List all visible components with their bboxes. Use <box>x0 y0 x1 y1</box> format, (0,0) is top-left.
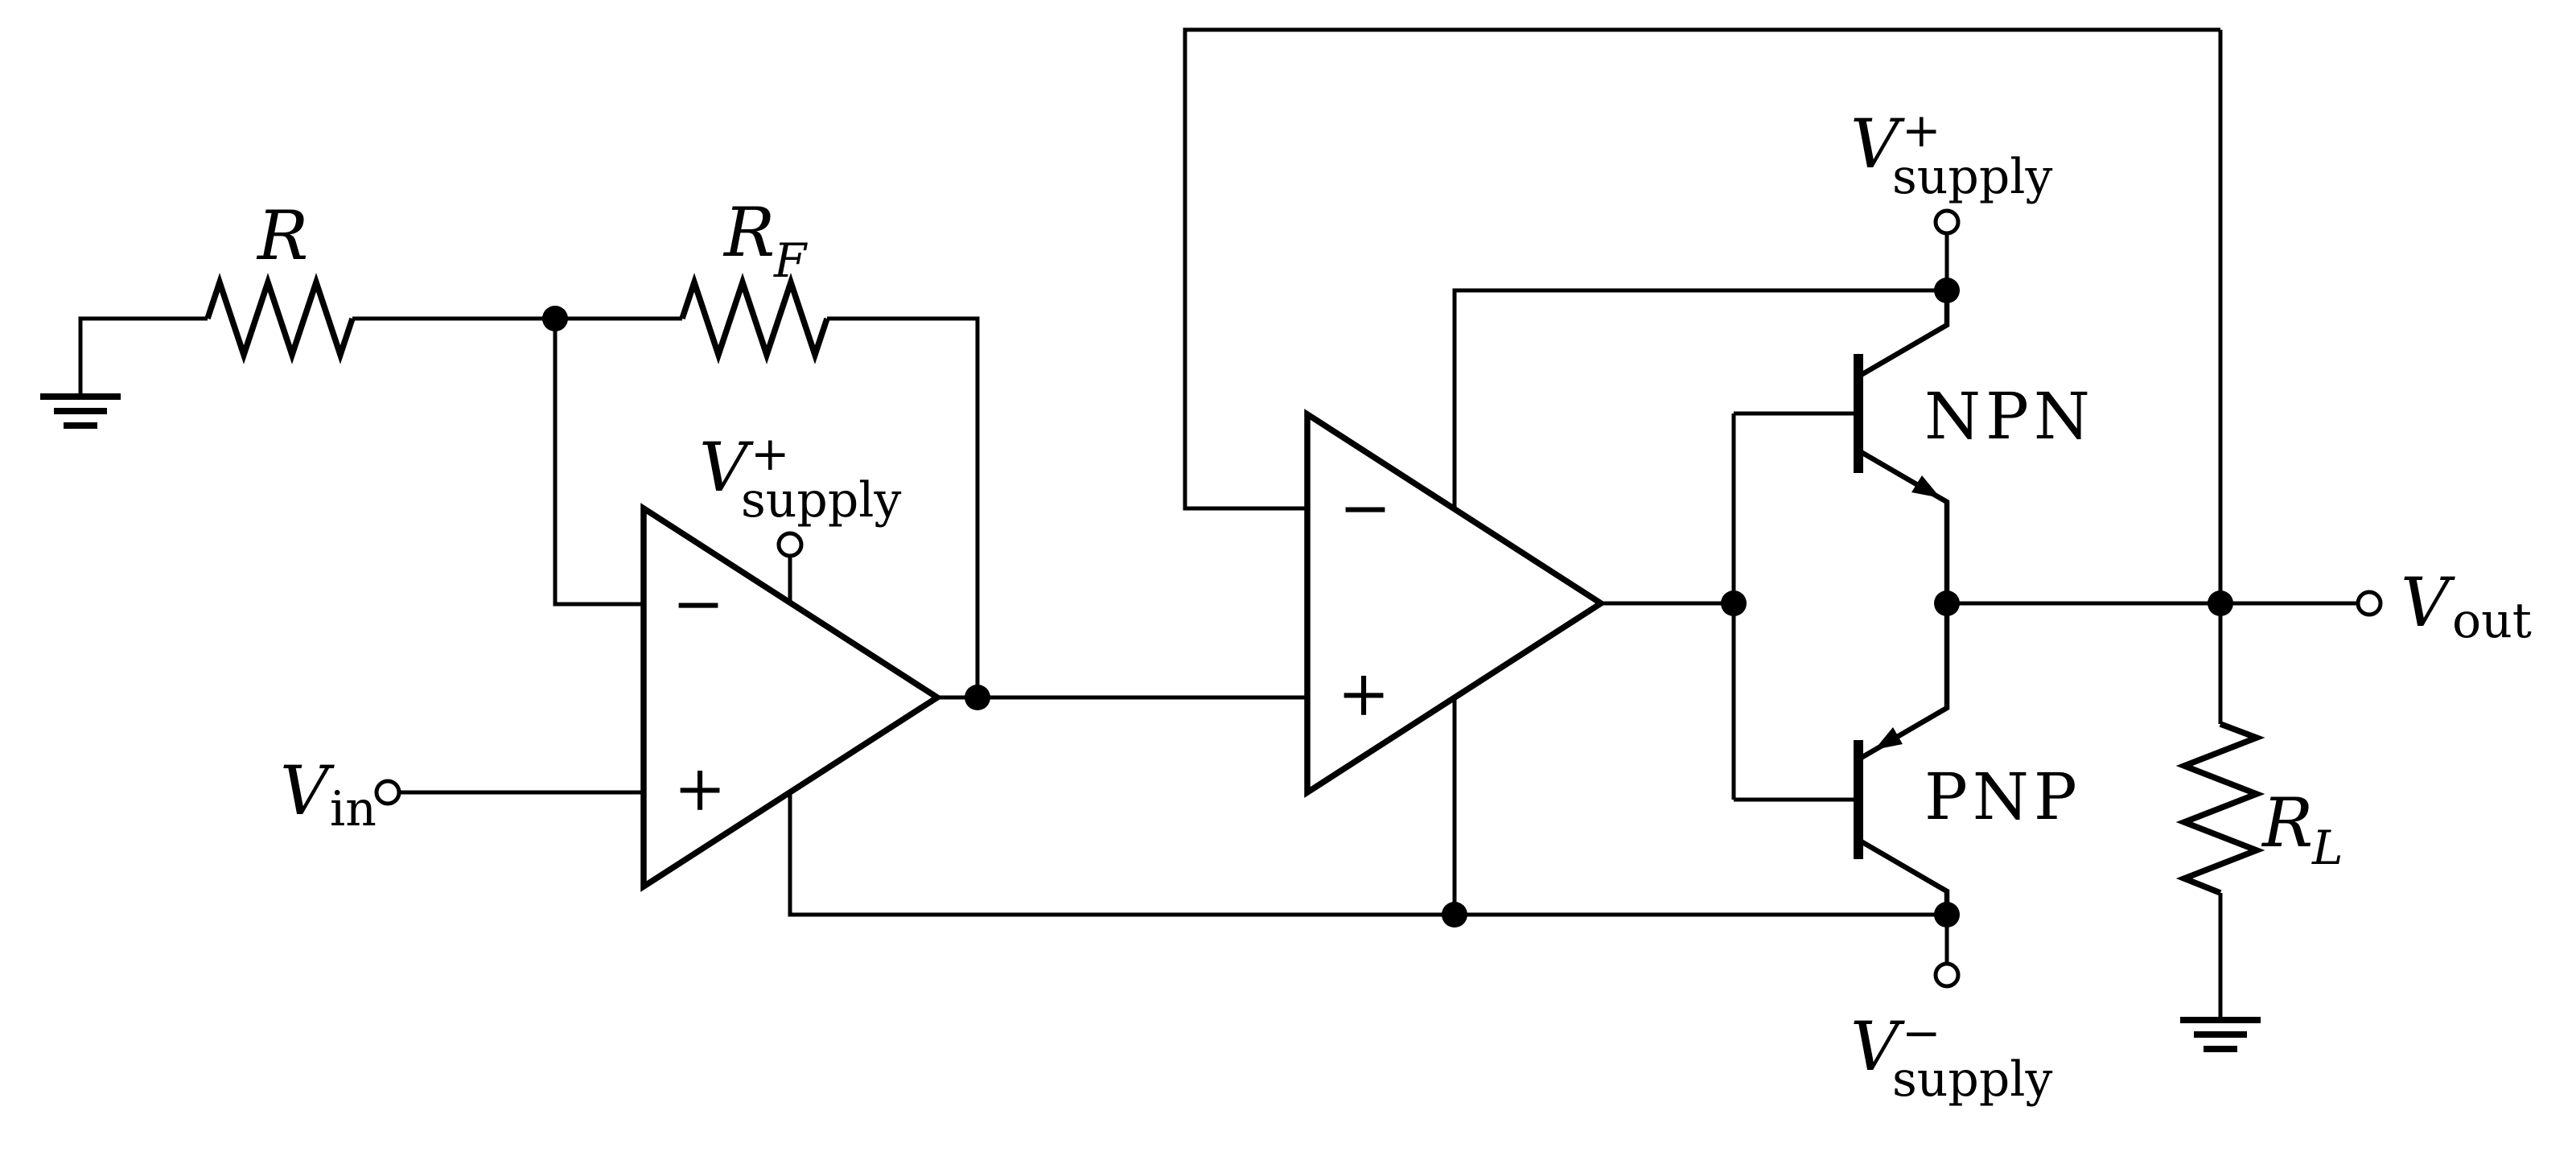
junction-bottom-rail-opamp2 <box>1442 902 1467 928</box>
junction-bottom-rail-vminus <box>1934 902 1960 928</box>
positive-supply-rail: V+supply <box>1850 103 2052 236</box>
vin-terminal-group: Vin <box>280 751 401 837</box>
negative-supply-rail: V−supply <box>1850 961 2052 1108</box>
opamp1-positive-supply-terminal <box>776 531 804 558</box>
npn-label: NPN <box>1924 379 2095 454</box>
negative-supply-label: V−supply <box>1850 1006 2052 1108</box>
opamp1: − + V+supply <box>640 426 943 892</box>
opamp1-inverting-sign: − <box>672 568 724 640</box>
wire-top-feedback <box>1183 27 2220 511</box>
opamp2: − + <box>1304 409 1607 798</box>
positive-supply-terminal <box>1933 208 1961 236</box>
pnp-label: PNP <box>1924 759 2082 834</box>
resistor-rf: RF <box>679 193 830 364</box>
resistor-r: R <box>204 196 356 364</box>
pnp-collector <box>1857 837 1950 915</box>
resistor-r-zigzag <box>204 273 356 364</box>
ground-right <box>2180 1017 2261 1052</box>
wire-bottom-rail <box>788 792 1947 917</box>
npn-emitter-arrow-icon <box>1911 475 1940 498</box>
junction-r-rf <box>542 306 568 331</box>
vin-terminal <box>374 779 401 806</box>
resistor-rl-label: RL <box>2261 784 2344 875</box>
resistor-rf-label: RF <box>722 193 808 288</box>
pnp-transistor: PNP <box>1854 603 2082 915</box>
vout-terminal-group: Vout <box>2356 563 2532 649</box>
vin-label: Vin <box>280 751 377 837</box>
pnp-emitter <box>1857 603 1950 762</box>
wire-rf-to-opamp1-output <box>827 316 980 697</box>
junction-dots <box>542 278 2233 928</box>
junction-vplus-rail <box>1934 278 1960 303</box>
wire-opamp2-positive-supply-rail <box>1452 288 1947 509</box>
npn-transistor: NPN <box>1854 290 2095 603</box>
resistor-r-label: R <box>256 196 308 275</box>
npn-collector <box>1857 290 1950 379</box>
opamp2-noninverting-sign: + <box>1337 658 1389 730</box>
npn-emitter <box>1857 448 1950 603</box>
opamp1-noninverting-sign: + <box>673 753 726 825</box>
vout-label: Vout <box>2401 563 2532 649</box>
ground-left <box>40 393 121 429</box>
junction-base-bracket <box>1721 590 1747 616</box>
opamp2-inverting-sign: − <box>1339 472 1391 545</box>
resistor-rl-zigzag <box>2175 721 2265 896</box>
resistor-rl: RL <box>2175 721 2344 896</box>
junction-vout-node <box>2208 590 2233 616</box>
opamp1-positive-supply-label: V+supply <box>699 426 901 529</box>
wire-ground1-to-resistor-r <box>78 316 208 397</box>
pnp-emitter-arrow-icon <box>1874 727 1903 750</box>
wire-junction-to-opamp1-inverting <box>553 319 644 607</box>
junction-opamp1-output <box>965 685 990 710</box>
junction-emitters <box>1934 590 1960 616</box>
opamp2-triangle <box>1304 409 1607 798</box>
positive-supply-label: V+supply <box>1850 103 2052 205</box>
negative-supply-terminal <box>1933 961 1961 989</box>
vout-terminal <box>2356 590 2383 617</box>
resistor-rf-zigzag <box>679 273 830 364</box>
opamp1-triangle <box>640 503 943 892</box>
